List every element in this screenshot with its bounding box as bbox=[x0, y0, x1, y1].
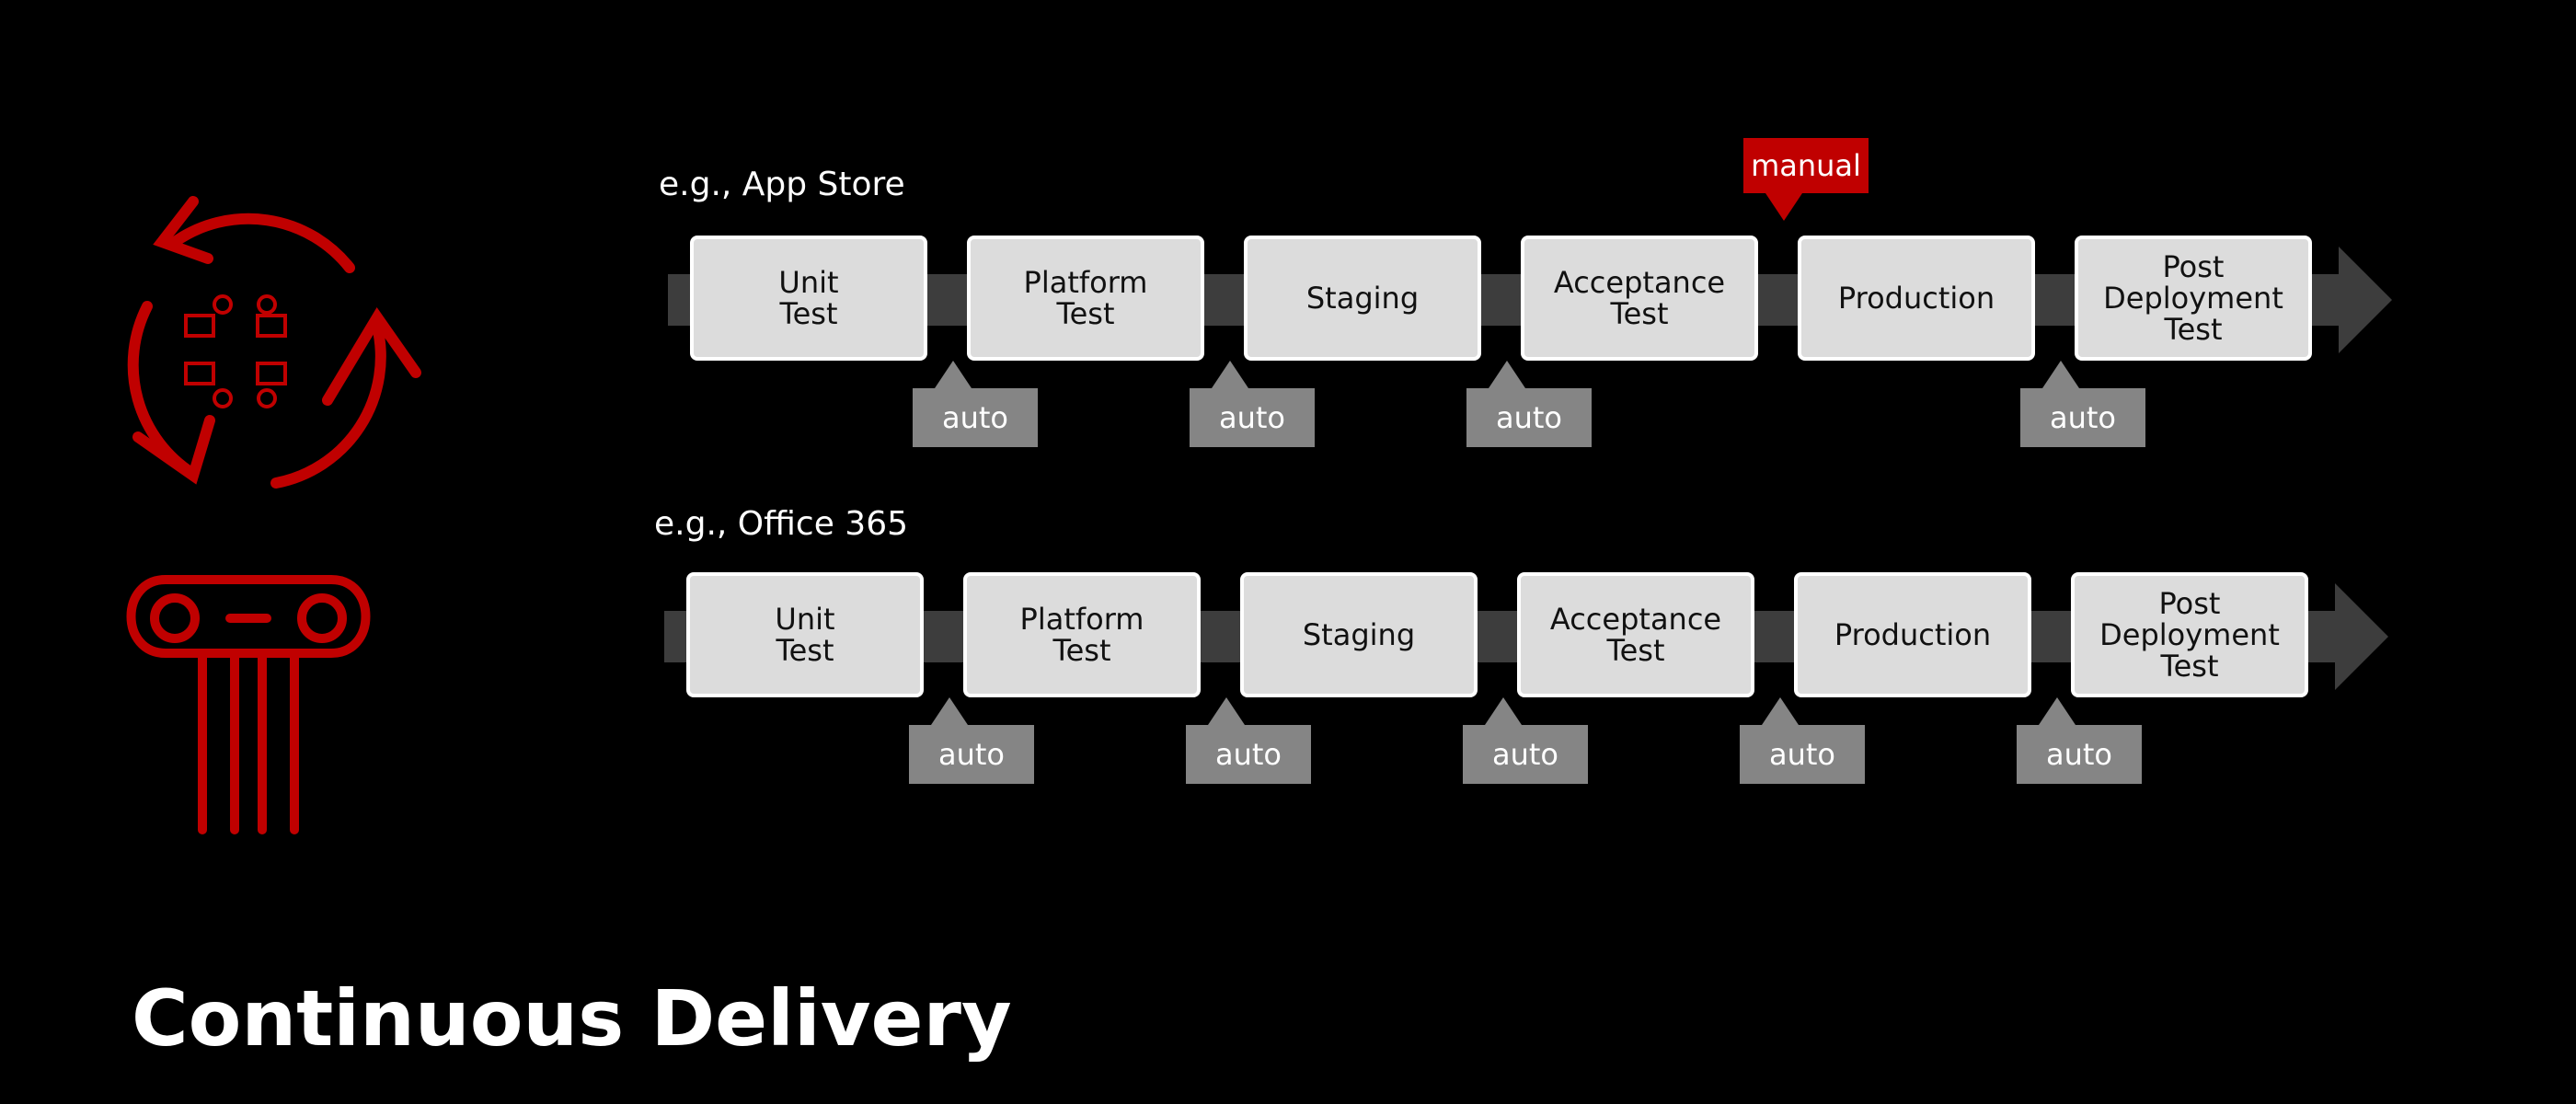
stage-production: Production bbox=[1798, 236, 2035, 361]
stage-unit-test: Unit Test bbox=[690, 236, 927, 361]
gate-auto: auto bbox=[1740, 697, 1865, 784]
stage-label: Platform Test bbox=[1023, 265, 1148, 331]
stage-staging: Staging bbox=[1244, 236, 1481, 361]
stage-production: Production bbox=[1794, 572, 2031, 697]
stage-label: Unit Test bbox=[778, 265, 839, 331]
stage-label: Post Deployment Test bbox=[2099, 586, 2280, 684]
gate-label: manual bbox=[1751, 148, 1861, 183]
stage-label: Staging bbox=[1302, 617, 1416, 652]
gate-label: auto bbox=[1495, 400, 1562, 435]
pipeline-office-365: Unit Test Platform Test Staging Acceptan… bbox=[659, 543, 2388, 784]
cycle-icon bbox=[127, 196, 421, 489]
gate-auto: auto bbox=[1190, 361, 1315, 447]
stage-label: Unit Test bbox=[775, 602, 835, 668]
stage-unit-test: Unit Test bbox=[686, 572, 924, 697]
pillar-icon bbox=[126, 575, 371, 834]
stage-staging: Staging bbox=[1240, 572, 1478, 697]
stage-acceptance-test: Acceptance Test bbox=[1521, 236, 1758, 361]
stage-label: Acceptance Test bbox=[1553, 265, 1726, 331]
gate-label: auto bbox=[941, 400, 1008, 435]
gate-label: auto bbox=[1214, 737, 1282, 772]
gate-auto: auto bbox=[909, 697, 1034, 784]
gate-label: auto bbox=[2045, 737, 2112, 772]
pipeline-label: e.g., Office 365 bbox=[654, 505, 909, 543]
stage-post-deployment-test: Post Deployment Test bbox=[2071, 572, 2308, 697]
gate-label: auto bbox=[2049, 400, 2116, 435]
pipeline-label: e.g., App Store bbox=[659, 166, 905, 203]
gate-auto: auto bbox=[1466, 361, 1592, 447]
gate-label: auto bbox=[937, 737, 1005, 772]
gate-auto: auto bbox=[1186, 697, 1311, 784]
gate-auto: auto bbox=[913, 361, 1038, 447]
gate-auto: auto bbox=[2020, 361, 2145, 447]
pipeline-app-store: Unit Test Platform Test Staging Acceptan… bbox=[662, 138, 2392, 447]
gate-label: auto bbox=[1768, 737, 1835, 772]
stage-platform-test: Platform Test bbox=[963, 572, 1201, 697]
stage-acceptance-test: Acceptance Test bbox=[1517, 572, 1754, 697]
stage-label: Staging bbox=[1305, 281, 1420, 316]
stage-label: Post Deployment Test bbox=[2103, 249, 2283, 347]
gate-auto: auto bbox=[1463, 697, 1588, 784]
stage-label: Production bbox=[1837, 281, 1995, 316]
page-title: Continuous Delivery bbox=[132, 973, 1012, 1064]
stage-label: Platform Test bbox=[1019, 602, 1144, 668]
gate-label: auto bbox=[1491, 737, 1558, 772]
stage-post-deployment-test: Post Deployment Test bbox=[2075, 236, 2312, 361]
gate-auto: auto bbox=[2017, 697, 2142, 784]
gate-manual: manual bbox=[1743, 138, 1869, 221]
stage-platform-test: Platform Test bbox=[967, 236, 1204, 361]
stage-label: Acceptance Test bbox=[1549, 602, 1722, 668]
stage-label: Production bbox=[1834, 617, 1992, 652]
gate-label: auto bbox=[1218, 400, 1285, 435]
